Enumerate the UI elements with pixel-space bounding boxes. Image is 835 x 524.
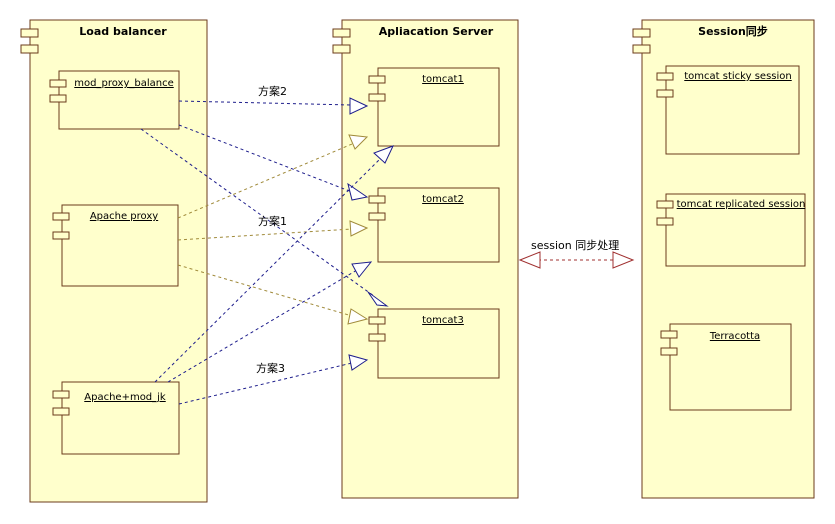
- node-tab: [332, 28, 351, 38]
- arrowhead: [351, 261, 373, 278]
- arrowhead: [348, 354, 369, 371]
- replicated-session-component[interactable]: tomcat replicated session: [656, 193, 806, 267]
- apache-mod-jk-component[interactable]: Apache+mod_jk: [52, 381, 180, 455]
- tomcat1-label: tomcat1: [422, 74, 464, 85]
- tomcat2-component[interactable]: tomcat2: [368, 187, 500, 263]
- node-tab: [332, 44, 351, 54]
- node-tab: [20, 44, 39, 54]
- terracotta-label: Terracotta: [709, 331, 760, 342]
- plan1-edges: [177, 134, 369, 325]
- app-server-title: Apliacation Server: [379, 25, 494, 38]
- mod-proxy-balance-label: mod_proxy_balance: [74, 78, 173, 89]
- apache-proxy-label: Apache proxy: [90, 211, 158, 222]
- edge-apacheproxy-tomcat1: [177, 143, 353, 219]
- session-sync-processing-label: session 同步处理: [531, 239, 619, 252]
- plan3-label: 方案3: [256, 361, 285, 375]
- arrowhead-left: [518, 251, 541, 269]
- apache-mod-jk-label: Apache+mod_jk: [84, 392, 166, 403]
- tomcat3-label: tomcat3: [422, 315, 464, 326]
- edge-modjk-tomcat2: [167, 269, 358, 383]
- edge-apacheproxy-tomcat2: [177, 228, 353, 241]
- edge-proxybalance-tomcat1: [178, 100, 353, 106]
- arrowhead: [348, 134, 369, 150]
- sticky-session-component[interactable]: tomcat sticky session: [656, 65, 800, 155]
- mod-proxy-balance-component[interactable]: mod_proxy_balance: [49, 70, 180, 130]
- node-tab: [20, 28, 39, 38]
- plan1-label: 方案1: [258, 214, 287, 228]
- plan3-edges: [154, 145, 394, 405]
- apache-proxy-component[interactable]: Apache proxy: [52, 204, 179, 287]
- node-tab: [632, 44, 651, 54]
- tomcat1-component[interactable]: tomcat1: [368, 67, 500, 147]
- sticky-session-label: tomcat sticky session: [684, 71, 791, 82]
- terracotta-component[interactable]: Terracotta: [660, 323, 792, 411]
- node-tab: [632, 28, 651, 38]
- load-balancer-title: Load balancer: [79, 25, 167, 38]
- tomcat3-component[interactable]: tomcat3: [368, 308, 500, 379]
- arrowhead: [373, 145, 394, 164]
- plan2-label: 方案2: [258, 84, 287, 98]
- tomcat2-label: tomcat2: [422, 194, 464, 205]
- arrowhead: [347, 182, 369, 201]
- arrowhead: [347, 308, 369, 325]
- edge-apacheproxy-tomcat3: [177, 264, 353, 317]
- arrowhead: [349, 97, 369, 115]
- session-sync-edge: [518, 251, 635, 269]
- plan2-edges: [140, 97, 389, 307]
- arrowhead: [349, 220, 369, 237]
- edge-modjk-tomcat1: [154, 156, 383, 383]
- replicated-session-label: tomcat replicated session: [677, 199, 806, 210]
- session-sync-title: Session同步: [698, 24, 768, 38]
- edge-proxybalance-tomcat2: [178, 124, 353, 193]
- arrowhead-right: [612, 251, 635, 269]
- arrowhead: [367, 291, 389, 307]
